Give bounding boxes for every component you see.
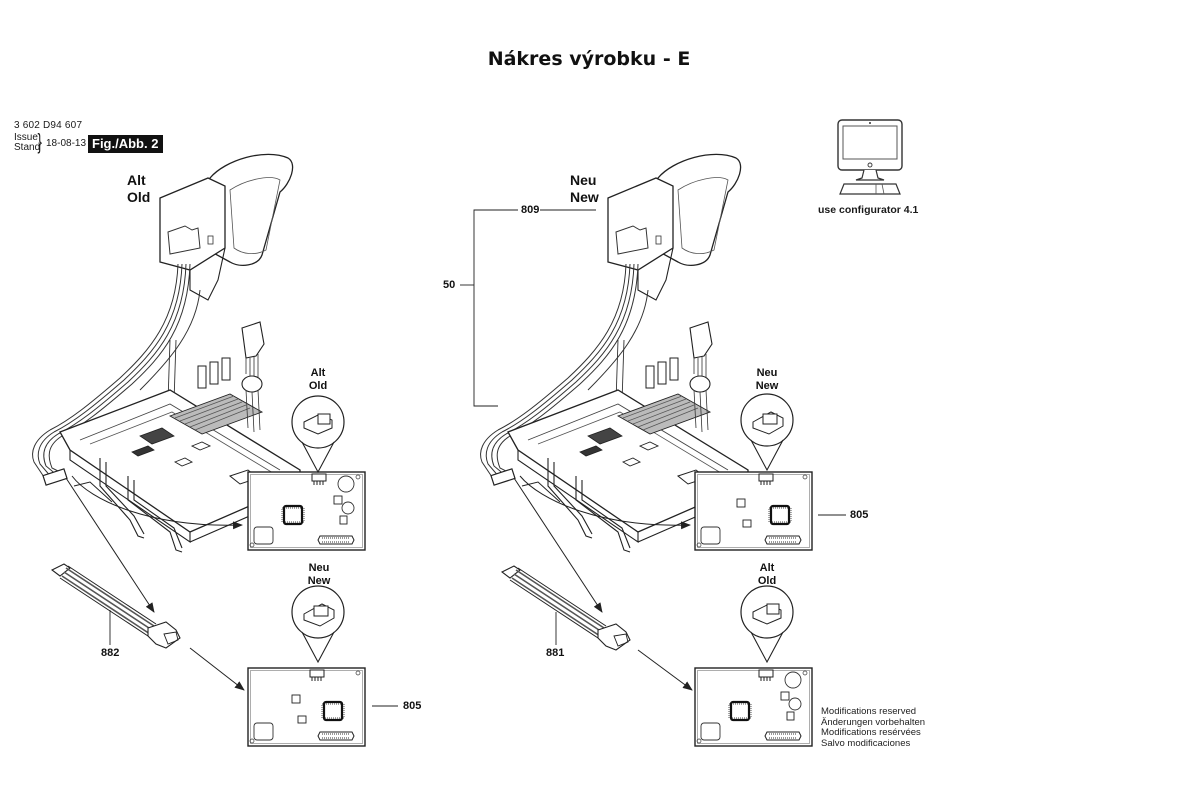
right-top-pcb-label: Neu New	[752, 367, 782, 393]
left-top-pcb	[247, 471, 366, 551]
figure-badge: Fig./Abb. 2	[88, 135, 164, 153]
issue-date: 18-08-13	[46, 138, 87, 149]
left-top-pcb-label: Alt Old	[304, 367, 332, 393]
computer-monitor-icon	[837, 119, 903, 195]
left-bottom-pcb-label-line1: Neu	[308, 562, 330, 574]
configurator-label: use configurator 4.1	[818, 204, 919, 216]
brace-glyph: }	[37, 129, 42, 154]
right-bottom-pcb-label-line2: Old	[757, 575, 777, 587]
cable-881	[501, 565, 631, 651]
right-top-pcb	[694, 471, 813, 551]
part-number-882: 882	[101, 647, 120, 659]
right-top-magnifier	[740, 393, 794, 471]
stand-label: Stand	[14, 142, 41, 153]
left-bottom-pcb	[247, 667, 366, 747]
modifications-line-en: Modifications reserved	[821, 706, 917, 717]
left-bottom-pcb-label: Neu New	[304, 562, 334, 588]
left-bottom-pcb-label-line2: New	[307, 575, 331, 587]
part-number-809: 809	[521, 204, 540, 216]
part-number-50: 50	[443, 279, 456, 291]
part-number-805-right: 805	[850, 509, 869, 521]
right-top-pcb-label-line1: Neu	[756, 367, 778, 379]
left-top-pcb-label-line1: Alt	[310, 367, 326, 379]
right-top-pcb-label-line2: New	[755, 380, 779, 392]
cable-882	[51, 563, 181, 649]
left-bottom-magnifier	[291, 585, 345, 663]
modifications-notice: Modifications reserved Änderungen vorbeh…	[821, 706, 926, 749]
right-bottom-pcb-label-line1: Alt	[759, 562, 775, 574]
left-assembly-label-line1: Alt	[127, 172, 146, 188]
right-bottom-pcb-label: Alt Old	[753, 562, 781, 588]
modifications-line-fr: Modifications resérvées	[821, 727, 921, 738]
document-number: 3 602 D94 607	[14, 120, 83, 131]
right-assembly-label-line1: Neu	[570, 172, 597, 188]
left-top-magnifier	[291, 395, 345, 473]
modifications-line-de: Änderungen vorbehalten	[821, 716, 926, 728]
part-number-805-left: 805	[403, 700, 422, 712]
issue-label: Issue	[14, 132, 38, 143]
right-bottom-pcb	[694, 667, 813, 747]
right-bottom-magnifier	[740, 585, 794, 663]
left-top-pcb-label-line2: Old	[308, 380, 328, 392]
left-assembly-label: Alt Old	[127, 172, 150, 206]
modifications-line-es: Salvo modificaciones	[821, 737, 911, 749]
issue-stand-labels: Issue Stand	[14, 133, 40, 153]
right-assembly-label: Neu New	[570, 172, 599, 206]
right-assembly-label-line2: New	[570, 189, 599, 205]
part-number-881: 881	[546, 647, 565, 659]
page-title: Nákres výrobku - E	[487, 48, 691, 70]
left-assembly-label-line2: Old	[127, 189, 151, 205]
